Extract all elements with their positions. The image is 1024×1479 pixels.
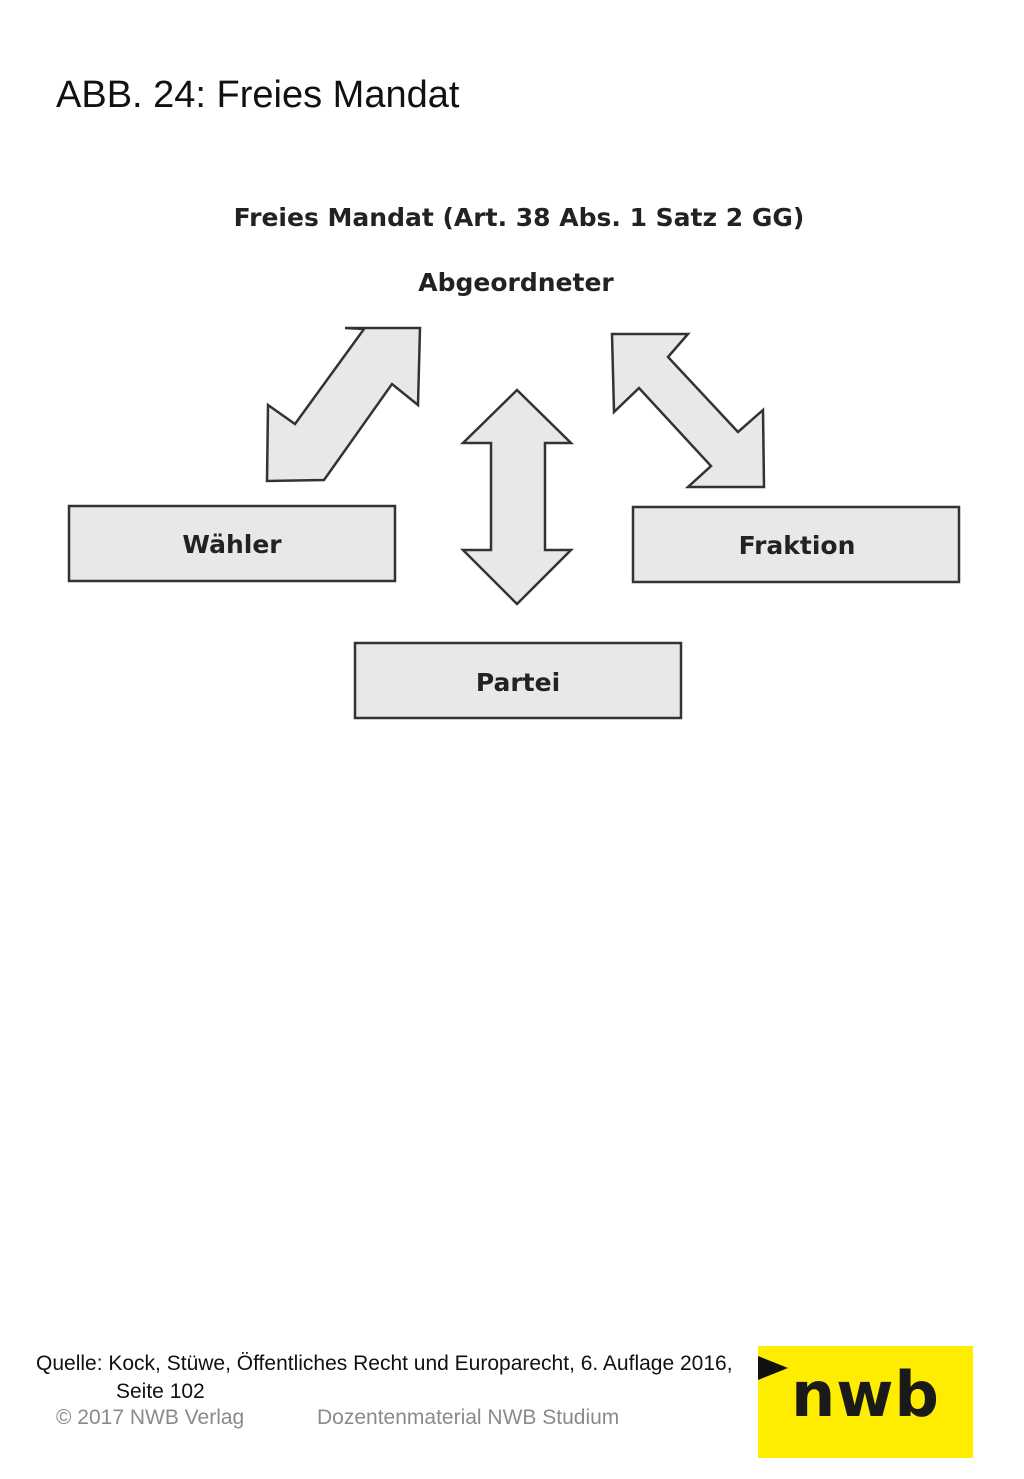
arrow-vertical — [459, 388, 575, 606]
page-title: ABB. 24: Freies Mandat — [56, 74, 460, 116]
node-box-waehler — [67, 504, 397, 583]
source-line-1: Quelle: Kock, Stüwe, Öffentliches Recht … — [36, 1352, 733, 1375]
nwb-logo: nwb — [758, 1346, 973, 1458]
center-label: Abgeordneter — [418, 268, 614, 297]
node-label-fraktion: Fraktion — [739, 531, 856, 560]
arrow-right-diagonal — [610, 332, 766, 489]
logo-text: nwb — [791, 1358, 940, 1431]
source-line-2: Seite 102 — [116, 1380, 205, 1403]
node-box-partei — [353, 641, 683, 720]
play-arrow-icon — [758, 1356, 788, 1380]
copyright-notice: © 2017 NWB Verlag — [56, 1406, 245, 1429]
free-mandate-diagram: Freies Mandat (Art. 38 Abs. 1 Satz 2 GG)… — [67, 203, 961, 720]
material-note: Dozentenmaterial NWB Studium — [317, 1406, 620, 1429]
node-label-partei: Partei — [476, 668, 560, 697]
node-label-waehler: Wähler — [182, 530, 282, 559]
arrow-left-diagonal — [265, 326, 422, 483]
source-citation: Quelle: Kock, Stüwe, Öffentliches Recht … — [36, 1350, 733, 1406]
diagram-heading: Freies Mandat (Art. 38 Abs. 1 Satz 2 GG) — [234, 203, 805, 232]
node-box-fraktion — [631, 505, 961, 584]
